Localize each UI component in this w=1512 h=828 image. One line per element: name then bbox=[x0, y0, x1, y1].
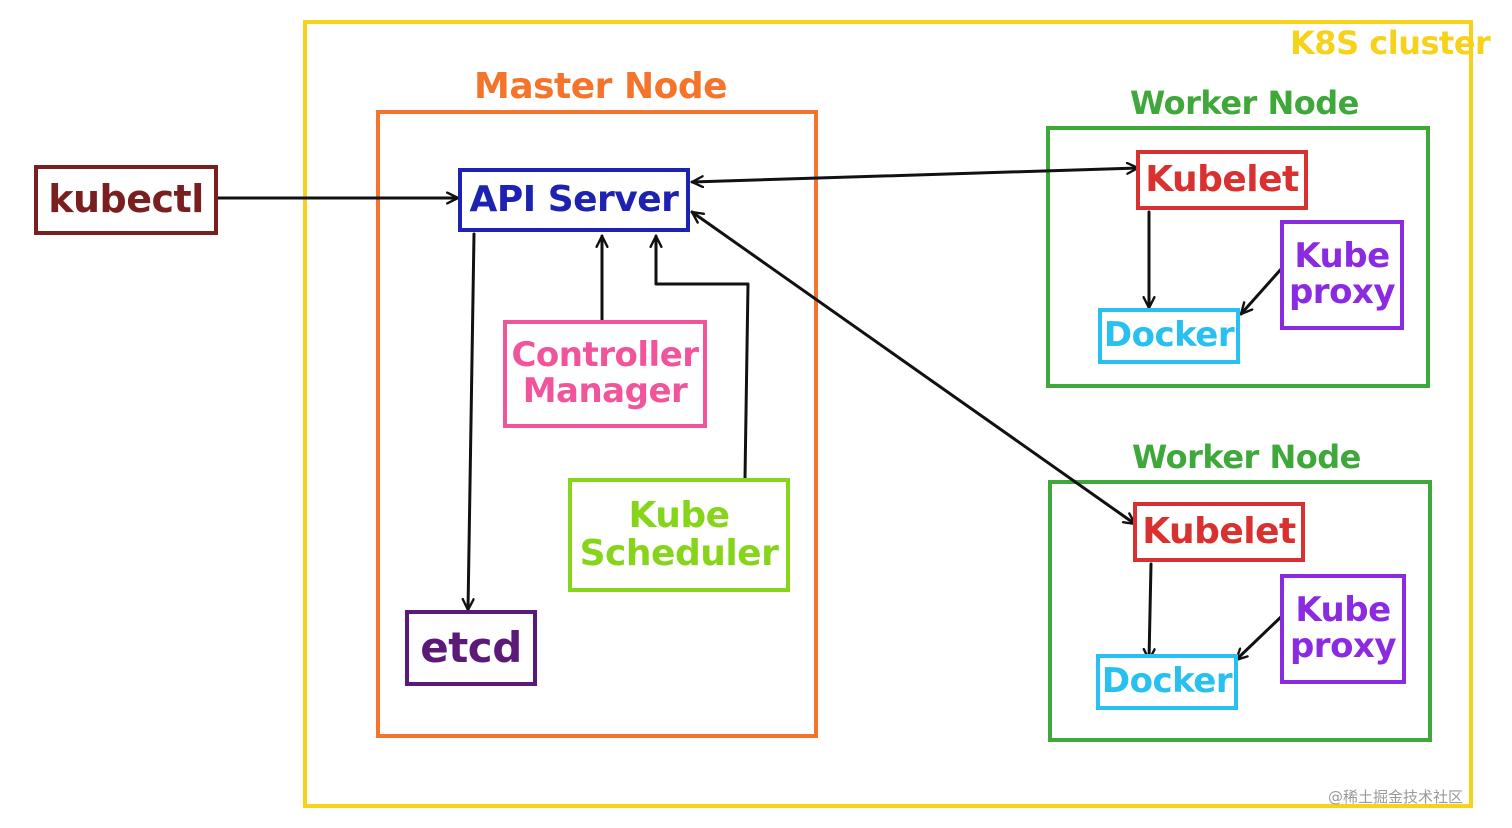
controller-manager-label-line2: Manager bbox=[522, 371, 688, 411]
arrow-kubelet-to-docker-2 bbox=[1149, 562, 1151, 662]
kube-proxy-label-1-line2: proxy bbox=[1288, 272, 1396, 312]
worker-node-1-title: Worker Node bbox=[1130, 84, 1359, 122]
controller-manager-box: Controller Manager bbox=[503, 320, 707, 428]
worker-node-2-region bbox=[1048, 480, 1432, 742]
arrow-api-kubelet-2 bbox=[690, 210, 1137, 526]
arrow-api-kubelet-1 bbox=[690, 168, 1140, 182]
arrow-api-to-etcd bbox=[468, 232, 476, 612]
kube-scheduler-box: Kube Scheduler bbox=[568, 478, 790, 592]
arrow-proxy-to-docker-1 bbox=[1239, 266, 1284, 316]
kubelet-label-1: Kubelet bbox=[1145, 159, 1299, 201]
kubectl-box: kubectl bbox=[34, 165, 218, 235]
controller-manager-label-line1: Controller bbox=[511, 335, 699, 376]
docker-label-1: Docker bbox=[1103, 315, 1235, 356]
kube-proxy-box-2: Kube proxy bbox=[1280, 574, 1406, 684]
kube-scheduler-label-line1: Kube bbox=[628, 495, 730, 537]
worker-node-2-title: Worker Node bbox=[1132, 438, 1361, 476]
api-server-label: API Server bbox=[469, 179, 679, 221]
k8s-cluster-region bbox=[303, 20, 1473, 808]
docker-box-1: Docker bbox=[1098, 308, 1240, 364]
kubectl-label: kubectl bbox=[48, 177, 204, 222]
docker-box-2: Docker bbox=[1096, 654, 1238, 710]
master-node-title: Master Node bbox=[474, 66, 728, 107]
kube-scheduler-label-line2: Scheduler bbox=[579, 533, 779, 574]
arrow-proxy-to-docker-2 bbox=[1234, 612, 1286, 662]
etcd-label: etcd bbox=[420, 622, 522, 672]
etcd-box: etcd bbox=[405, 610, 537, 686]
watermark-text: @稀土掘金技术社区 bbox=[1328, 788, 1464, 806]
api-server-box: API Server bbox=[458, 168, 690, 232]
kubelet-box-1: Kubelet bbox=[1136, 150, 1308, 210]
kube-proxy-label-2-line2: proxy bbox=[1289, 626, 1397, 666]
kubelet-box-2: Kubelet bbox=[1133, 502, 1305, 562]
kube-proxy-label-2-line1: Kube bbox=[1295, 590, 1391, 631]
kube-proxy-label-1-line1: Kube bbox=[1294, 236, 1390, 277]
docker-label-2: Docker bbox=[1101, 661, 1233, 702]
k8s-cluster-title: K8S cluster bbox=[1290, 24, 1491, 62]
kubelet-label-2: Kubelet bbox=[1142, 511, 1296, 553]
kube-proxy-box-1: Kube proxy bbox=[1280, 220, 1404, 330]
